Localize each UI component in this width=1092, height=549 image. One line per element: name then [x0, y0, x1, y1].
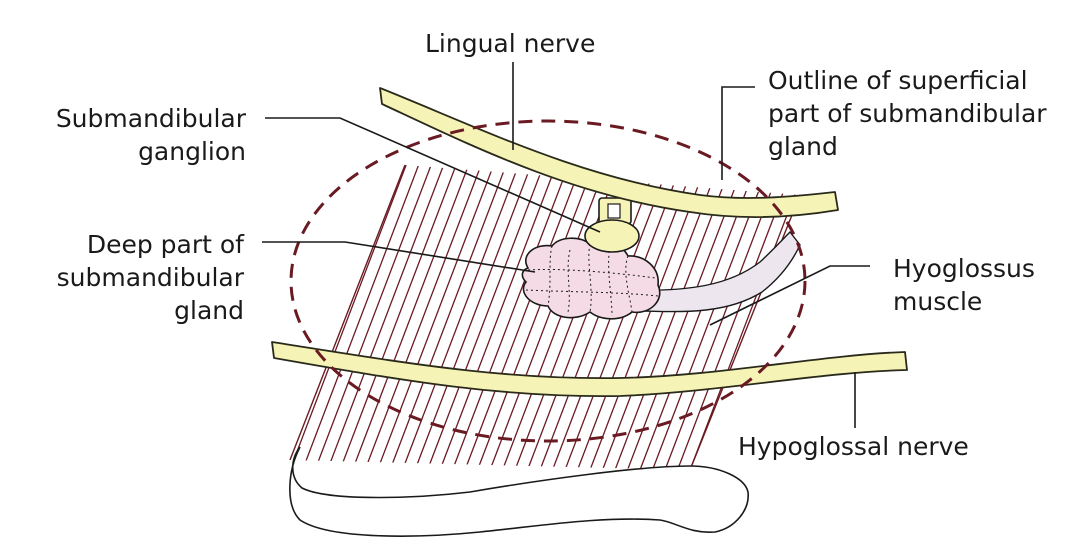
muscle-stripe — [576, 165, 697, 470]
submandibular-ganglion — [584, 197, 640, 253]
label-ganglion-line-2: ganglion — [138, 137, 246, 166]
muscle-stripe — [326, 165, 447, 470]
label-deep-part: Deep part of submandibular gland — [57, 228, 244, 327]
label-ganglion-line-1: Submandibular — [55, 104, 246, 133]
muscle-stripe — [451, 165, 572, 470]
hyoid-bone — [289, 446, 749, 537]
muscle-stripe — [301, 165, 422, 470]
muscle-stripe — [439, 165, 559, 470]
label-lingual-nerve: Lingual nerve — [425, 29, 596, 58]
muscle-stripe — [426, 165, 547, 470]
muscle-stripe — [376, 165, 497, 470]
label-outline-line-3: gland — [768, 132, 838, 161]
label-outline-line-2: part of submandibular — [768, 99, 1047, 128]
leader-deep — [262, 241, 536, 273]
muscle-stripe — [290, 165, 409, 470]
muscle-stripe — [476, 165, 597, 470]
muscle-stripe — [364, 165, 484, 470]
label-hypoglossal-nerve: Hypoglossal nerve — [738, 432, 969, 461]
label-deep-line-1: Deep part of — [86, 230, 244, 259]
superficial-gland-outline — [289, 119, 807, 443]
muscle-stripe — [401, 165, 522, 470]
muscle-stripe — [389, 165, 509, 470]
label-hyoglossus-line-2: muscle — [893, 287, 983, 316]
label-hyoglossus-line-1: Hyoglossus — [893, 254, 1035, 283]
hypoglossal-nerve — [271, 341, 908, 398]
label-submandibular-ganglion: Submandibular ganglion — [56, 102, 246, 168]
leader-hyoglossus — [709, 265, 870, 326]
leader-lines — [262, 62, 870, 428]
label-hyoglossus: Hyoglossus muscle — [893, 252, 1035, 318]
muscle-stripe — [414, 165, 534, 470]
leader-superficial — [721, 86, 755, 180]
muscle-stripe — [339, 165, 459, 470]
muscle-right-edge — [689, 194, 801, 471]
label-deep-line-3: gland — [174, 296, 244, 325]
muscle-stripe — [351, 165, 472, 470]
muscle-stripe — [314, 165, 434, 470]
deep-part-gland — [521, 237, 661, 320]
label-deep-line-2: submandibular — [56, 263, 244, 292]
leader-ganglion — [265, 117, 601, 233]
muscle-stripe — [489, 165, 609, 470]
muscle-stripe — [464, 165, 584, 470]
label-outline-superficial: Outline of superficial part of submandib… — [768, 64, 1047, 163]
label-outline-line-1: Outline of superficial — [768, 66, 1028, 95]
lingual-nerve — [379, 87, 839, 218]
muscle-left-edge — [289, 164, 406, 461]
